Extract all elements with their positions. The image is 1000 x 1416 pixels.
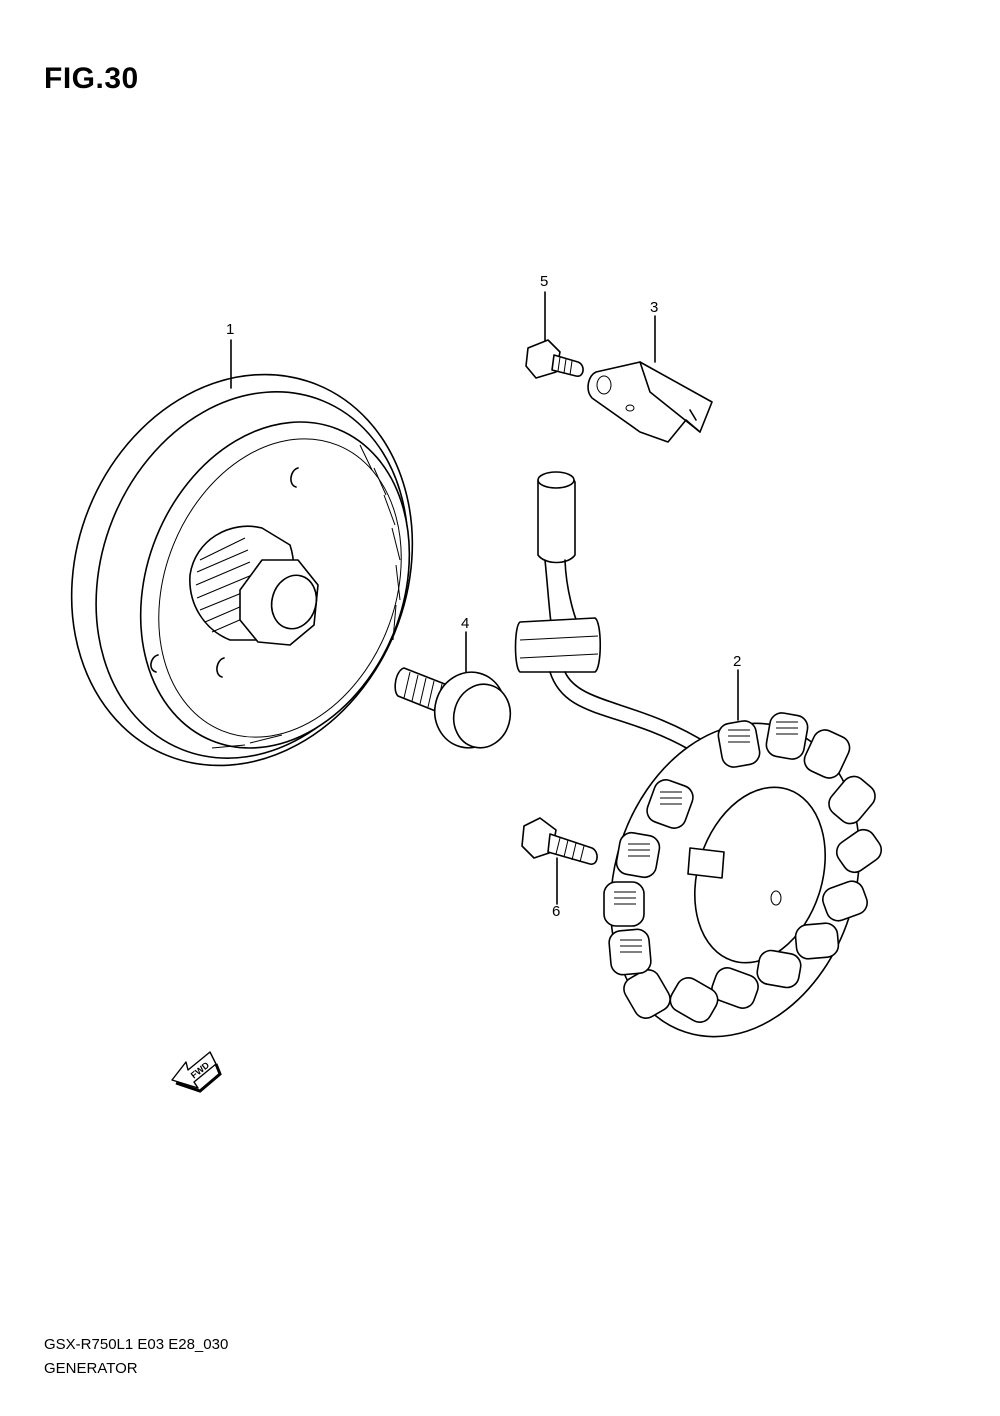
clamp-3 bbox=[587, 315, 713, 443]
section-name: GENERATOR bbox=[44, 1360, 138, 1377]
figure-title: FIG.30 bbox=[44, 62, 139, 95]
model-code: GSX-R750L1 E03 E28_030 bbox=[44, 1336, 229, 1353]
callout-4: 4 bbox=[461, 615, 469, 632]
callout-2: 2 bbox=[733, 653, 741, 670]
callout-3: 3 bbox=[650, 299, 658, 316]
callout-1: 1 bbox=[226, 321, 234, 338]
generator-rotor bbox=[70, 339, 414, 767]
bolt-6 bbox=[521, 817, 598, 905]
callout-5: 5 bbox=[540, 273, 548, 290]
stator-assembly bbox=[514, 471, 883, 1038]
bolt-5 bbox=[525, 291, 584, 379]
flange-bolt-4 bbox=[394, 631, 512, 749]
callout-6: 6 bbox=[552, 903, 560, 920]
forward-direction-arrow: FWD bbox=[171, 1051, 222, 1093]
